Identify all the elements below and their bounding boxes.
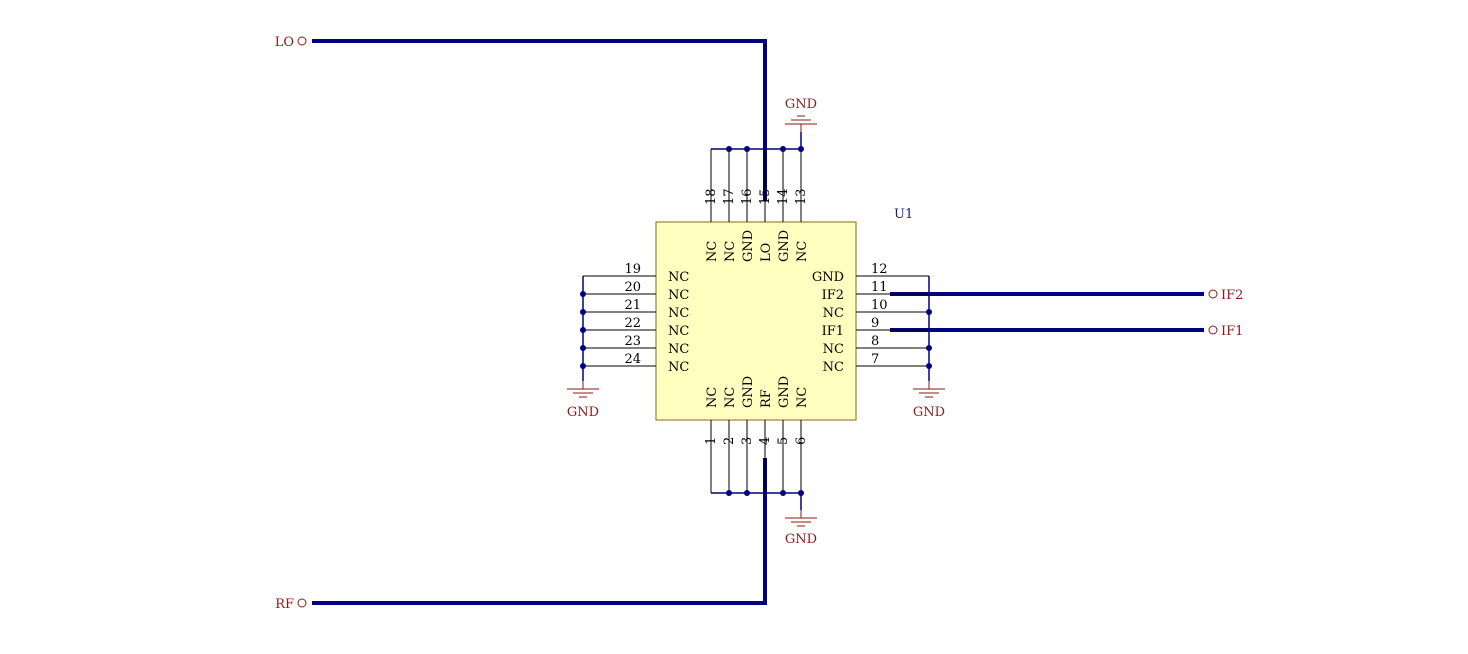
pin-number-21: 21 bbox=[624, 298, 641, 313]
pin-number-4: 4 bbox=[758, 437, 773, 445]
pin-number-16: 16 bbox=[740, 188, 755, 205]
pin-name-12: GND bbox=[812, 270, 844, 285]
pin-name-7: NC bbox=[823, 360, 844, 375]
pin-number-10: 10 bbox=[871, 298, 888, 313]
junction-dot-4 bbox=[726, 490, 732, 496]
port-label-if2: IF2 bbox=[1221, 288, 1243, 303]
pin-number-13: 13 bbox=[794, 188, 809, 205]
pin-name-13: NC bbox=[795, 241, 810, 262]
junction-dot-7 bbox=[798, 490, 804, 496]
pin-number-15: 15 bbox=[758, 188, 773, 205]
pin-number-7: 7 bbox=[871, 352, 879, 367]
pin-number-24: 24 bbox=[624, 352, 641, 367]
pin-name-21: NC bbox=[668, 306, 689, 321]
pin-number-2: 2 bbox=[722, 437, 737, 445]
pin-name-15: LO bbox=[759, 243, 774, 262]
ground-symbol-bottom: GND bbox=[785, 510, 817, 547]
ground-symbol-right: GND bbox=[913, 381, 945, 420]
ground-symbol-left: GND bbox=[567, 381, 599, 420]
junction-dot-0 bbox=[726, 146, 732, 152]
junction-dot-14 bbox=[926, 345, 932, 351]
pin-name-16: GND bbox=[741, 230, 756, 262]
pin-name-5: GND bbox=[777, 376, 792, 408]
junction-dot-1 bbox=[744, 146, 750, 152]
junction-dot-6 bbox=[780, 490, 786, 496]
pin-name-17: NC bbox=[723, 241, 738, 262]
pin-number-14: 14 bbox=[776, 188, 791, 205]
junction-dot-11 bbox=[580, 345, 586, 351]
pin-name-11: IF2 bbox=[822, 288, 844, 303]
port-connector-if2 bbox=[1208, 289, 1218, 299]
junction-dot-10 bbox=[580, 327, 586, 333]
port-connector-if1 bbox=[1208, 325, 1218, 335]
pin-number-5: 5 bbox=[776, 437, 791, 445]
junction-dot-9 bbox=[580, 309, 586, 315]
ground-symbol-layer: GND GND GND GND bbox=[567, 97, 945, 547]
ground-label-bottom: GND bbox=[785, 532, 817, 547]
pin-number-20: 20 bbox=[624, 280, 641, 295]
pin-name-2: NC bbox=[723, 387, 738, 408]
pin-name-3: GND bbox=[741, 376, 756, 408]
pin-name-19: NC bbox=[668, 270, 689, 285]
port-connector-lo bbox=[297, 36, 307, 46]
pin-name-22: NC bbox=[668, 324, 689, 339]
junction-layer bbox=[580, 146, 932, 496]
pin-name-1: NC bbox=[705, 387, 720, 408]
pin-number-8: 8 bbox=[871, 334, 879, 349]
pin-name-20: NC bbox=[668, 288, 689, 303]
pin-name-18: NC bbox=[705, 241, 720, 262]
junction-dot-2 bbox=[780, 146, 786, 152]
junction-dot-3 bbox=[798, 146, 804, 152]
pin-number-12: 12 bbox=[871, 262, 888, 277]
junction-dot-8 bbox=[580, 291, 586, 297]
junction-dot-13 bbox=[926, 309, 932, 315]
pin-name-10: NC bbox=[823, 306, 844, 321]
rf-signal-wire bbox=[312, 458, 767, 605]
pin-number-3: 3 bbox=[740, 437, 755, 445]
pin-name-14: GND bbox=[777, 230, 792, 262]
ground-label-left: GND bbox=[567, 405, 599, 420]
ground-label-right: GND bbox=[913, 405, 945, 420]
designator-u1: U1 bbox=[894, 207, 913, 222]
pin-number-17: 17 bbox=[722, 188, 737, 205]
pin-name-8: NC bbox=[823, 342, 844, 357]
pin-number-11: 11 bbox=[871, 280, 888, 295]
pin-number-1: 1 bbox=[704, 437, 719, 445]
lo-signal-wire bbox=[312, 39, 767, 201]
port-label-if1: IF1 bbox=[1221, 324, 1243, 339]
pin-number-22: 22 bbox=[624, 316, 641, 331]
port-label-rf: RF bbox=[275, 597, 294, 612]
port-label-lo: LO bbox=[275, 35, 294, 50]
pin-number-6: 6 bbox=[794, 437, 809, 445]
junction-dot-12 bbox=[580, 363, 586, 369]
pin-name-9: IF1 bbox=[822, 324, 844, 339]
pin-name-23: NC bbox=[668, 342, 689, 357]
pin-number-18: 18 bbox=[704, 188, 719, 205]
pin-name-4: RF bbox=[759, 389, 774, 408]
ic-body-u1[interactable] bbox=[655, 221, 857, 421]
ground-symbol-top: GND bbox=[785, 97, 817, 132]
pin-number-19: 19 bbox=[624, 262, 641, 277]
port-connector-rf bbox=[297, 598, 307, 608]
pin-name-6: NC bbox=[795, 387, 810, 408]
junction-dot-5 bbox=[744, 490, 750, 496]
pin-number-9: 9 bbox=[871, 316, 879, 331]
pin-number-23: 23 bbox=[624, 334, 641, 349]
pin-name-24: NC bbox=[668, 360, 689, 375]
ground-label-top: GND bbox=[785, 97, 817, 112]
junction-dot-15 bbox=[926, 363, 932, 369]
